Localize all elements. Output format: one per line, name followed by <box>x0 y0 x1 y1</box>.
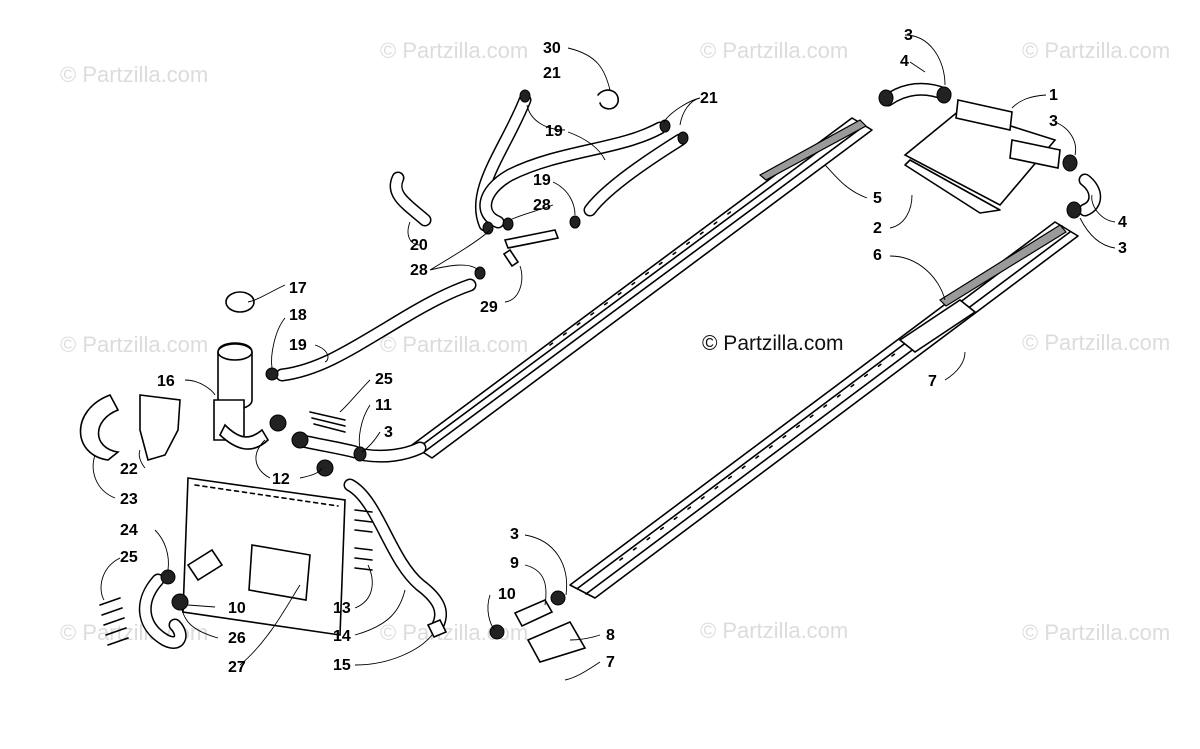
watermark: © Partzilla.com <box>1022 38 1170 63</box>
watermark-main: © Partzilla.com <box>702 332 844 355</box>
heat-exchanger-left <box>411 117 873 459</box>
watermark: © Partzilla.com <box>700 38 848 63</box>
leader-lines <box>92 34 1116 681</box>
callout-label: 15 <box>333 657 351 674</box>
callout-label: 10 <box>228 600 246 617</box>
hose-clamp <box>569 215 581 229</box>
watermark: © Partzilla.com <box>1022 620 1170 645</box>
callout-label: 5 <box>873 190 882 207</box>
callout-label: 2 <box>873 220 882 237</box>
clip <box>597 89 619 110</box>
callout-label: 27 <box>228 659 246 676</box>
spring <box>354 509 373 571</box>
hose-clamp <box>316 459 334 477</box>
callout-label: 10 <box>498 586 516 603</box>
hose-clamp <box>878 89 894 107</box>
hose-clamp <box>353 446 367 462</box>
bleed-hoses <box>389 89 689 280</box>
callout-label: 20 <box>410 237 428 254</box>
mounting-plate <box>526 620 587 663</box>
callout-label: 6 <box>873 247 882 264</box>
hose-clamp <box>659 119 671 133</box>
spring <box>309 411 346 433</box>
callout-label: 9 <box>510 555 519 572</box>
callout-label: 3 <box>510 526 519 543</box>
callout-label: 21 <box>543 65 561 82</box>
callout-label: 19 <box>289 337 307 354</box>
callout-label: 29 <box>480 299 498 316</box>
callout-label: 21 <box>700 90 718 107</box>
callout-label: 7 <box>928 373 937 390</box>
elbow-hoses-top <box>878 82 1102 219</box>
callout-label: 28 <box>410 262 428 279</box>
watermark: © Partzilla.com <box>60 62 208 87</box>
callout-label: 19 <box>533 172 551 189</box>
watermark: © Partzilla.com <box>380 332 528 357</box>
watermark: © Partzilla.com <box>60 332 208 357</box>
hose-clamp <box>482 221 494 235</box>
callout-label: 7 <box>606 654 615 671</box>
callout-label: 3 <box>384 424 393 441</box>
callout-label: 3 <box>904 27 913 44</box>
callout-label: 4 <box>900 53 909 70</box>
heat-exchanger-right <box>569 221 1079 599</box>
hose-clamp <box>171 593 189 611</box>
hose-clamp <box>160 569 176 585</box>
callout-label: 23 <box>120 491 138 508</box>
callout-label: 14 <box>333 628 351 645</box>
callout-label: 1 <box>1049 87 1058 104</box>
callout-label: 25 <box>120 549 138 566</box>
hose-clamp <box>1062 154 1078 172</box>
callouts: 30 21 21 19 19 28 20 28 29 17 18 19 16 2… <box>120 27 1127 676</box>
callout-label: 24 <box>120 522 138 539</box>
callout-label: 22 <box>120 461 138 478</box>
callout-label: 30 <box>543 40 561 57</box>
hose-clamp <box>269 414 287 432</box>
spring <box>99 597 129 646</box>
callout-label: 26 <box>228 630 246 647</box>
hose-clamp <box>936 86 952 104</box>
callout-label: 11 <box>375 397 392 414</box>
hose-fitting <box>426 618 448 639</box>
callout-label: 25 <box>375 371 393 388</box>
heat-exchanger-plate <box>903 99 1061 214</box>
callout-label: 3 <box>1118 240 1127 257</box>
watermark: © Partzilla.com <box>380 38 528 63</box>
bottle-cap <box>225 291 255 313</box>
hose-clamp <box>550 590 566 606</box>
callout-label: 18 <box>289 307 307 324</box>
callout-label: 13 <box>333 600 351 617</box>
callout-label: 19 <box>545 123 563 140</box>
callout-label: 28 <box>533 197 551 214</box>
watermarks: © Partzilla.com © Partzilla.com © Partzi… <box>60 38 1170 645</box>
cooler-plate <box>182 477 346 636</box>
hose-clamp <box>677 131 689 145</box>
callout-label: 4 <box>1118 214 1127 231</box>
coolant-bottle <box>213 278 477 450</box>
hose-clamp <box>265 367 279 381</box>
lower-hoses <box>99 411 448 649</box>
hose-clamp <box>519 89 531 103</box>
callout-label: 16 <box>157 373 175 390</box>
callout-label: 3 <box>1049 113 1058 130</box>
callout-label: 8 <box>606 627 615 644</box>
watermark: © Partzilla.com <box>700 618 848 643</box>
watermark: © Partzilla.com <box>380 620 528 645</box>
hose-clamp <box>1066 201 1082 219</box>
bottom-fittings <box>489 590 587 663</box>
bracket <box>79 394 181 461</box>
hose-clamp <box>502 217 514 231</box>
callout-label: 17 <box>289 280 307 297</box>
hose-clamp <box>291 431 309 449</box>
watermark: © Partzilla.com <box>1022 330 1170 355</box>
hose-clamp <box>489 624 505 640</box>
callout-label: 12 <box>272 471 290 488</box>
